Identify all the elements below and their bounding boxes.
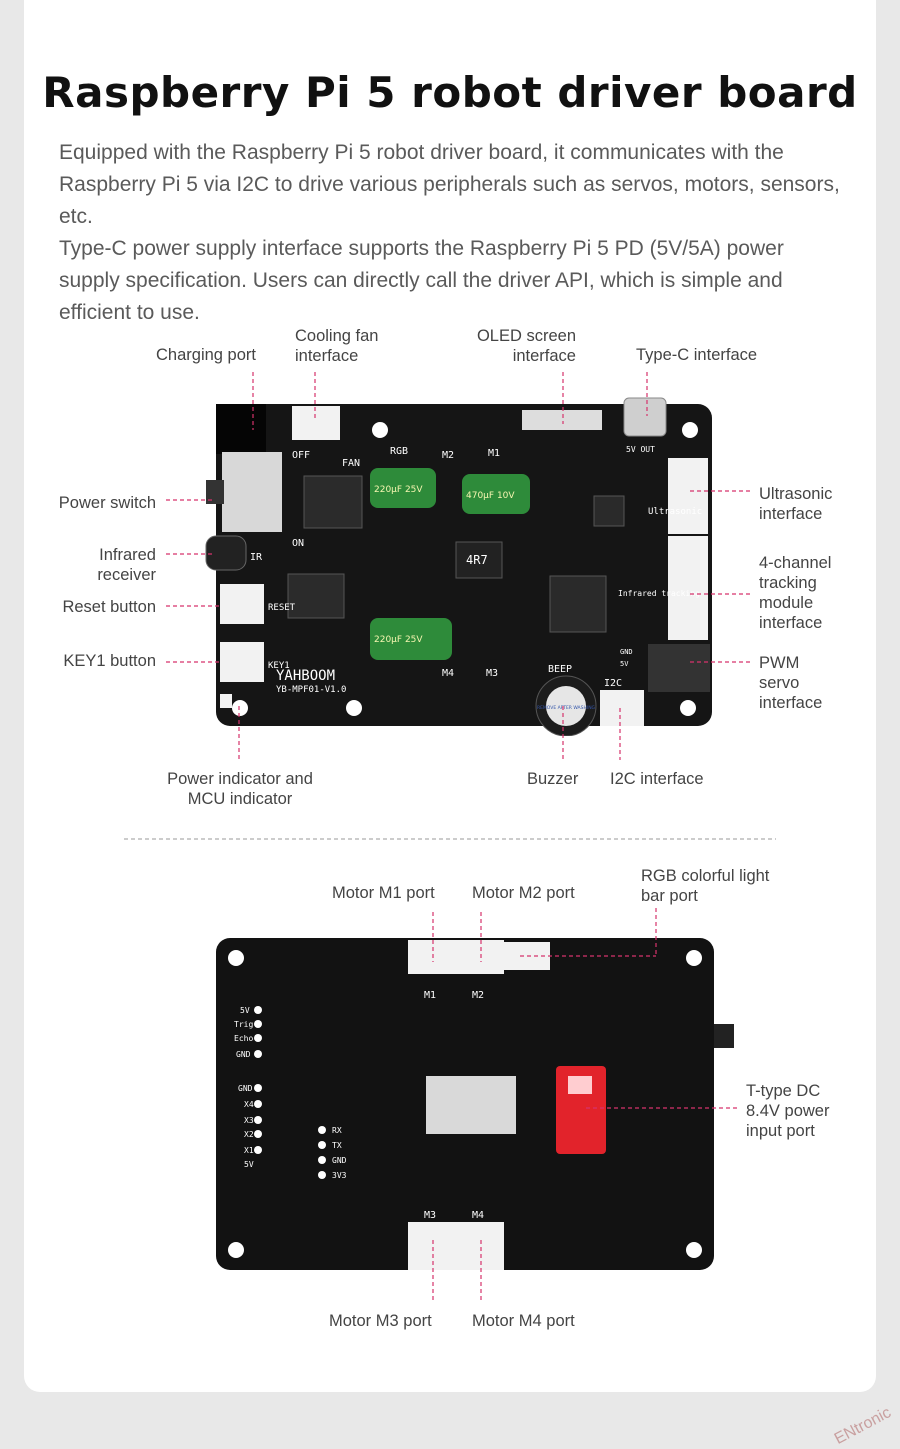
label-motor-m3: Motor M3 port bbox=[329, 1312, 432, 1330]
cap3-label: 220µF 25V bbox=[374, 635, 423, 645]
silk-m2: M2 bbox=[442, 450, 454, 461]
intro-paragraph-2: Type-C power supply interface supports t… bbox=[59, 237, 784, 324]
pin-x1: X1 bbox=[244, 1146, 254, 1155]
label-buzzer: Buzzer bbox=[527, 770, 579, 788]
label-motor-m2: Motor M2 port bbox=[472, 884, 575, 902]
silk-fan: FAN bbox=[342, 458, 360, 469]
pin-x3: X3 bbox=[244, 1116, 254, 1125]
pin-x2: X2 bbox=[244, 1130, 254, 1139]
label-power-switch: Power switch bbox=[58, 494, 156, 512]
back-m3: M3 bbox=[424, 1210, 436, 1221]
silk-key1: KEY1 bbox=[268, 661, 290, 671]
label-motor-m1: Motor M1 port bbox=[332, 884, 435, 902]
silk-on: ON bbox=[292, 538, 304, 549]
label-pwm: PWM servo interface bbox=[759, 654, 823, 712]
label-cooling-fan: Cooling fan interface bbox=[295, 327, 379, 365]
label-tdc: T-type DC 8.4V power input port bbox=[746, 1082, 830, 1140]
pin-tx: TX bbox=[332, 1141, 342, 1150]
silk-5v: 5V bbox=[620, 660, 629, 668]
pin-echo: Echo bbox=[234, 1034, 253, 1043]
label-typec: Type-C interface bbox=[636, 346, 758, 364]
buzzer-sticker: REMOVE AFTER WASHING bbox=[537, 705, 596, 711]
silk-infrared-tracking: Infrared tracking bbox=[618, 589, 700, 598]
silk-m3: M3 bbox=[486, 668, 498, 679]
page-title: Raspberry Pi 5 robot driver board bbox=[42, 68, 858, 117]
pin-gnd-3: GND bbox=[332, 1156, 347, 1165]
front-board: YAHBOOM YB-MPF01-V1.0 FAN RGB M1 M2 M3 M… bbox=[205, 397, 712, 736]
back-m4: M4 bbox=[472, 1210, 484, 1221]
silk-model: YB-MPF01-V1.0 bbox=[276, 685, 346, 695]
pin-gnd: GND bbox=[236, 1050, 251, 1059]
pin-5v-2: 5V bbox=[244, 1160, 254, 1169]
silk-m4: M4 bbox=[442, 668, 454, 679]
back-board: M1 M2 M3 M4 5V Trig Echo GND GND X4 X3 X… bbox=[216, 938, 734, 1270]
label-rgb-bar: RGB colorful light bar port bbox=[641, 867, 770, 905]
pin-trig: Trig bbox=[234, 1020, 253, 1029]
back-m1: M1 bbox=[424, 990, 436, 1001]
pin-3v3: 3V3 bbox=[332, 1171, 347, 1180]
label-power-indicator: Power indicator and MCU indicator bbox=[167, 770, 313, 808]
silk-rgb: RGB bbox=[390, 446, 408, 457]
silk-5v-out: 5V OUT bbox=[626, 445, 655, 454]
silk-ultrasonic: Ultrasonic bbox=[648, 507, 702, 517]
label-charging-port: Charging port bbox=[156, 346, 256, 364]
silk-i2c: I2C bbox=[604, 678, 622, 689]
cap1-label: 220µF 25V bbox=[374, 485, 423, 495]
label-ultrasonic: Ultrasonic interface bbox=[759, 485, 833, 523]
label-key1: KEY1 button bbox=[63, 652, 156, 670]
silk-brand: YAHBOOM bbox=[276, 668, 335, 684]
intro-paragraph-1: Equipped with the Raspberry Pi 5 robot d… bbox=[59, 141, 840, 228]
label-tracking: 4-channel tracking module interface bbox=[759, 554, 832, 632]
silk-gnd: GND bbox=[620, 648, 633, 656]
pin-5v: 5V bbox=[240, 1006, 250, 1015]
pin-rx: RX bbox=[332, 1126, 342, 1135]
silk-inductor: 4R7 bbox=[466, 553, 488, 567]
intro-text: Equipped with the Raspberry Pi 5 robot d… bbox=[59, 137, 849, 329]
label-i2c: I2C interface bbox=[610, 770, 704, 788]
silk-off: OFF bbox=[292, 450, 310, 461]
silk-beep: BEEP bbox=[548, 664, 572, 675]
label-infrared: Infrared receiver bbox=[97, 546, 156, 584]
pin-gnd-2: GND bbox=[238, 1084, 253, 1093]
pin-x4: X4 bbox=[244, 1100, 254, 1109]
cap2-label: 470µF 10V bbox=[466, 491, 515, 501]
label-motor-m4: Motor M4 port bbox=[472, 1312, 575, 1330]
back-m2: M2 bbox=[472, 990, 484, 1001]
silk-m1: M1 bbox=[488, 448, 500, 459]
label-oled: OLED screen interface bbox=[476, 327, 576, 365]
label-reset: Reset button bbox=[62, 598, 156, 616]
silk-reset: RESET bbox=[268, 603, 296, 613]
silk-ir: IR bbox=[250, 552, 263, 563]
